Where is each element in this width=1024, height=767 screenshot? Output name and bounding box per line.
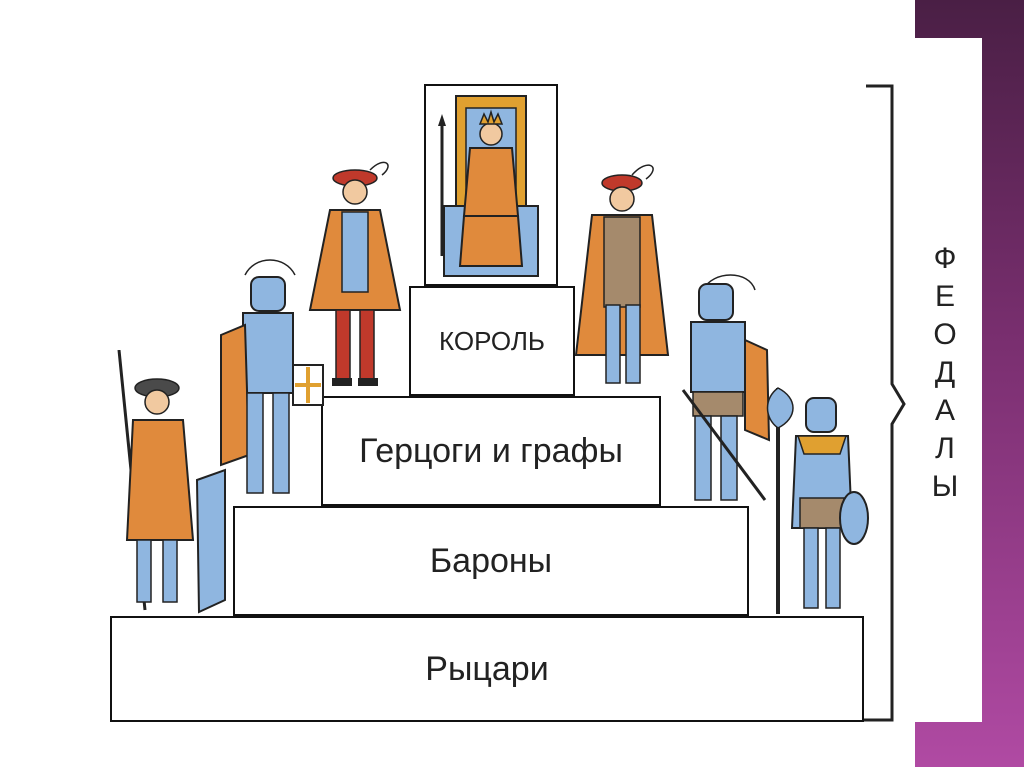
noble-right-illustration (570, 155, 675, 395)
feudals-vertical-label: Ф Е О Д А Л Ы (925, 240, 965, 506)
tier-knights-label: Рыцари (425, 650, 548, 689)
tier-dukes-counts-label: Герцоги и графы (359, 432, 623, 471)
feudals-letter: А (935, 392, 955, 430)
foot-soldier-left-illustration (105, 350, 230, 615)
tier-king: КОРОЛЬ (409, 286, 575, 396)
knight-right-illustration (665, 270, 775, 510)
enthroned-king-illustration (426, 86, 556, 284)
tier-dukes-counts: Герцоги и графы (321, 396, 661, 506)
feudals-letter: Л (935, 430, 955, 468)
tier-knights: Рыцари (110, 616, 864, 722)
feudals-letter: Ы (932, 468, 959, 506)
feudals-letter: Е (935, 278, 955, 316)
feudals-brace (860, 84, 910, 724)
feudals-letter: Ф (934, 240, 957, 278)
tier-king-label: КОРОЛЬ (439, 326, 545, 357)
tier-barons-label: Бароны (430, 542, 552, 581)
feudals-letter: Д (935, 354, 955, 392)
feudals-letter: О (933, 316, 956, 354)
foot-soldier-right-illustration (760, 378, 875, 616)
tier-barons: Бароны (233, 506, 749, 616)
knight-left-illustration (215, 255, 325, 505)
